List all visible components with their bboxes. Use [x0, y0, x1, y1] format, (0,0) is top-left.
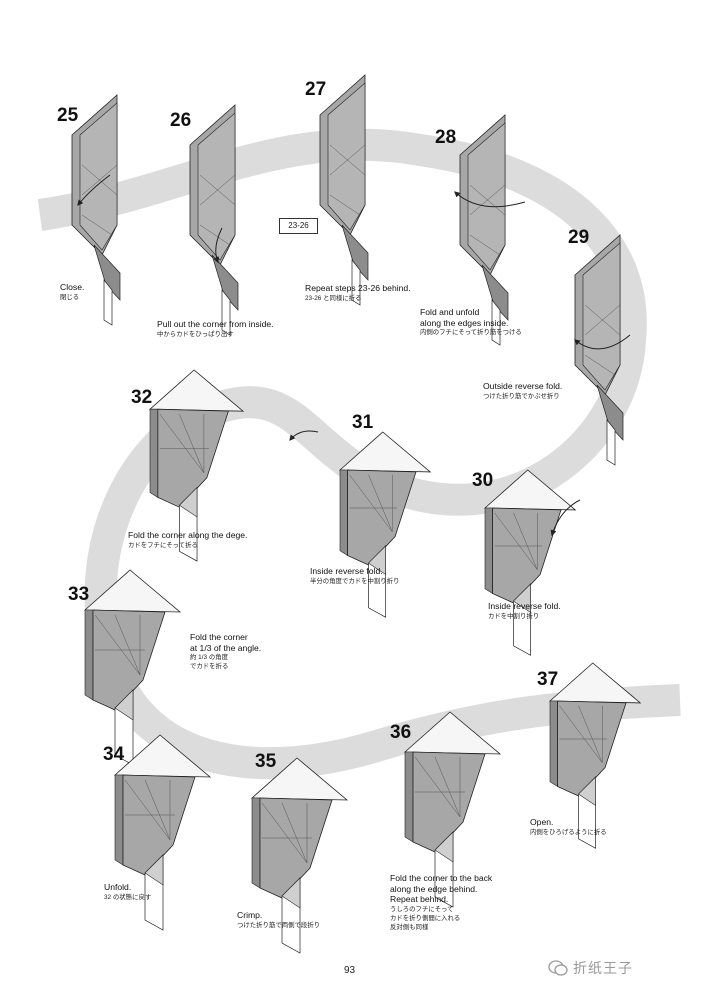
step-29-caption: Outside reverse fold.つけた折り筋でかぶせ折り — [483, 381, 562, 401]
step-32-caption: Fold the corner along the dege.カドをフチにそって… — [128, 530, 247, 550]
step-29-figure — [574, 234, 624, 466]
step-35-number: 35 — [255, 751, 277, 772]
step-28-figure — [459, 114, 509, 346]
step-28-instruction-jp: 内側のフチにそって折り筋をつける — [420, 329, 522, 337]
step-31-number: 31 — [352, 412, 374, 433]
fold-arrow — [454, 191, 526, 208]
step-33-instruction-jp: 約 1/3 の角度 — [190, 654, 228, 662]
step-31-instruction-jp: 半分の角度でカドを中割り折り — [310, 577, 400, 585]
step-27-figure — [319, 74, 369, 306]
step-28-instruction-en: Fold and unfold — [420, 307, 480, 317]
step-34-instruction-jp: 32 の状態に戻す — [104, 893, 152, 901]
step-33-instruction-en: at 1/3 of the angle. — [190, 642, 262, 653]
step-33-figure — [83, 569, 182, 766]
step-36-instruction-en: along the edge behind. — [390, 883, 478, 894]
step-37-instruction-en: Open. — [530, 817, 554, 827]
page-number: 93 — [344, 965, 356, 976]
step-31-instruction-en: Inside reverse fold. — [310, 566, 383, 576]
step-34-figure — [113, 734, 212, 931]
step-34-instruction-en: Unfold. — [104, 882, 132, 892]
step-34-number: 34 — [103, 744, 125, 765]
fold-arrow — [550, 499, 581, 537]
step-32-instruction-jp: カドをフチにそって折る — [128, 541, 198, 549]
step-28-number: 28 — [435, 127, 457, 148]
step-35-instruction-en: Crimp. — [237, 910, 263, 920]
wechat-icon — [548, 960, 568, 976]
step-35-figure — [250, 757, 349, 954]
step-26-figure — [189, 104, 239, 336]
step-30-number: 30 — [472, 470, 494, 491]
step-37-figure — [548, 662, 642, 849]
step-25-instruction-en: Close. — [60, 282, 85, 292]
watermark: 折纸王子 — [548, 957, 633, 979]
step-26-caption: Pull out the corner from inside.中からカドをひっ… — [157, 319, 274, 339]
step-27-instruction-jp: 23-26 と同様に折る — [305, 294, 362, 302]
step-26-instruction-jp: 中からカドをひっぱり出す — [157, 330, 234, 338]
step-26-instruction-en: Pull out the corner from inside. — [157, 319, 274, 329]
step-29-instruction-en: Outside reverse fold. — [483, 381, 563, 391]
step-30-figure — [483, 469, 577, 656]
step-36-instruction-en: Fold the corner to the back — [390, 873, 493, 883]
step-27-number: 27 — [305, 79, 327, 100]
step-36-instruction-jp: 反対側も同様 — [390, 924, 429, 932]
step-26-number: 26 — [170, 110, 192, 131]
step-path-band — [37, 128, 681, 780]
step-27-instruction-en: Repeat steps 23-26 behind. — [305, 283, 411, 293]
fold-arrow — [213, 227, 223, 264]
fold-arrow — [574, 334, 631, 350]
step-34-caption: Unfold.32 の状態に戻す — [104, 882, 151, 902]
step-25-caption: Close.閉じる — [60, 282, 84, 302]
step-30-instruction-en: Inside reverse fold. — [488, 601, 561, 611]
step-36-number: 36 — [390, 722, 412, 743]
step-37-number: 37 — [537, 669, 559, 690]
step-28-instruction-en: along the edges inside. — [420, 317, 509, 328]
step-33-instruction-jp: でカドを折る — [190, 663, 229, 671]
step-32-instruction-en: Fold the corner along the dege. — [128, 530, 248, 540]
step-37-instruction-jp: 内側をひろげるように折る — [530, 828, 607, 836]
step-35-instruction-jp: つけた折り筋で両側で段折り — [237, 921, 321, 929]
step-32-number: 32 — [131, 387, 153, 408]
step-27-caption: Repeat steps 23-26 behind.23-26 と同様に折る — [305, 283, 411, 303]
step-36-instruction-en: Repeat behind. — [390, 894, 449, 905]
step-35-caption: Crimp.つけた折り筋で両側で段折り — [237, 910, 320, 930]
step-36-instruction-jp: カドを折り側間に入れる — [390, 915, 461, 923]
step-25-figure — [71, 94, 121, 326]
step-36-instruction-jp: うしろのフチにそって — [390, 906, 454, 914]
step-31-figure — [338, 431, 432, 618]
fold-arrow — [77, 174, 111, 206]
fold-arrow — [289, 430, 319, 441]
step-25-instruction-jp: 閉じる — [60, 293, 80, 301]
step-36-figure — [403, 711, 502, 908]
step-25-number: 25 — [57, 105, 79, 126]
step-32-figure — [148, 369, 245, 562]
repeat-steps-reference-box: 23-26 — [279, 218, 318, 234]
step-30-instruction-jp: カドを中割り折り — [488, 612, 540, 620]
step-29-number: 29 — [568, 227, 590, 248]
step-31-caption: Inside reverse fold.半分の角度でカドを中割り折り — [310, 566, 399, 586]
step-33-instruction-en: Fold the corner — [190, 632, 248, 642]
step-37-caption: Open.内側をひろげるように折る — [530, 817, 607, 837]
watermark-text: 折纸王子 — [573, 960, 633, 976]
step-33-number: 33 — [68, 584, 90, 605]
step-29-instruction-jp: つけた折り筋でかぶせ折り — [483, 392, 560, 400]
step-30-caption: Inside reverse fold.カドを中割り折り — [488, 601, 561, 621]
